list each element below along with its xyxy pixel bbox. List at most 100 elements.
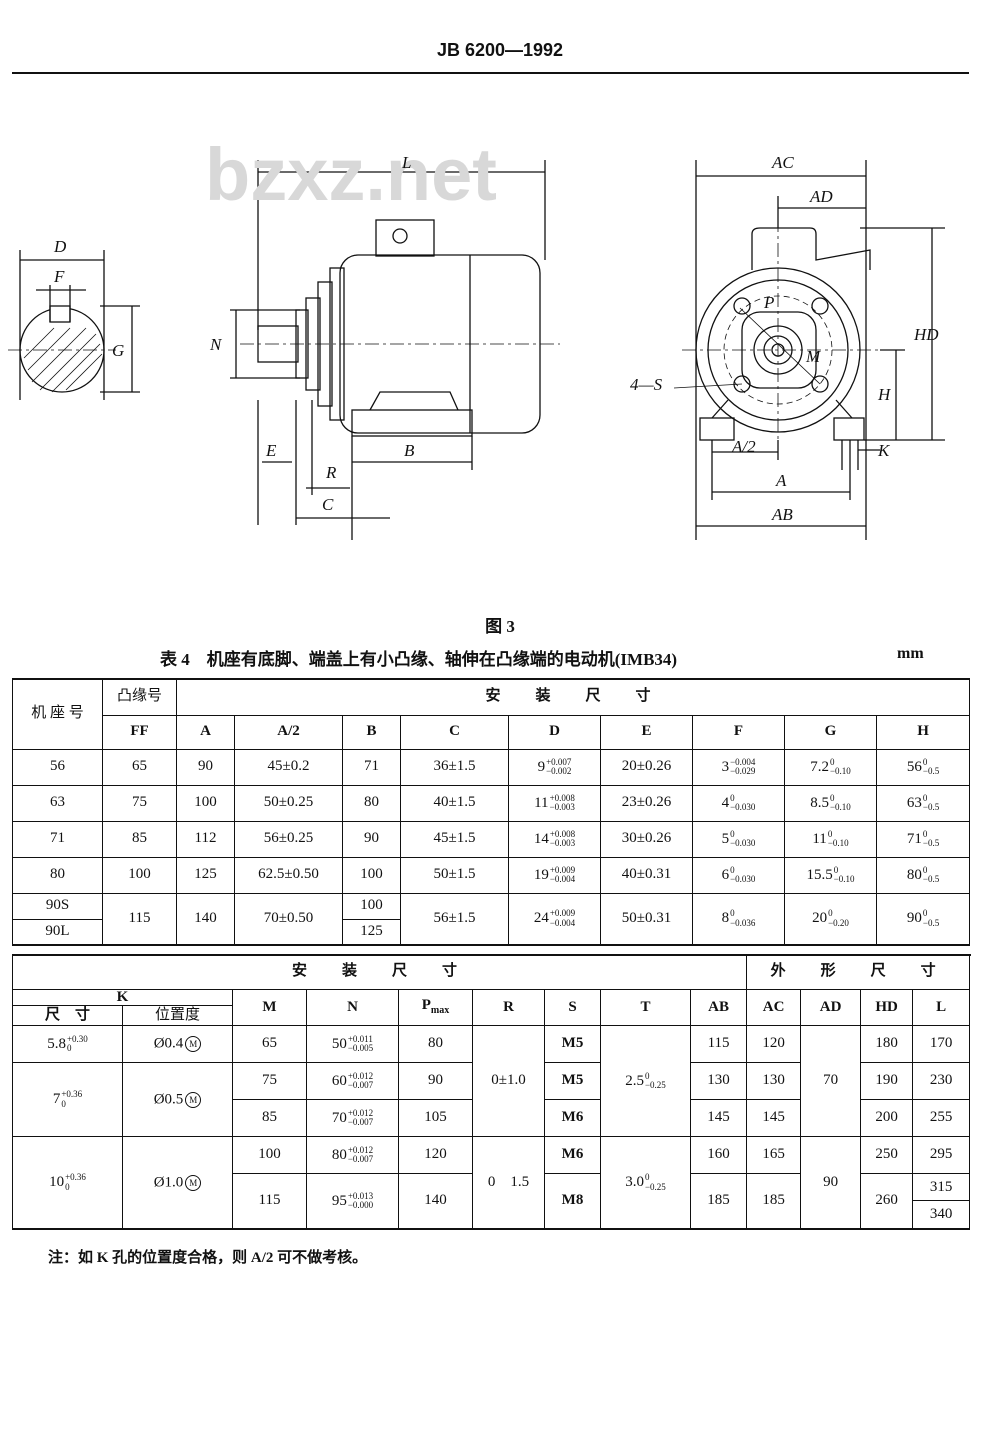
cell-m: 100 (232, 1136, 307, 1175)
cell-p: 140 (398, 1173, 473, 1230)
table-caption: 表 4 机座有底脚、端盖上有小凸缘、轴伸在凸缘端的电动机(IMB34) (160, 650, 678, 669)
cell-ab: 130 (689, 1062, 748, 1101)
d-lo: −0.002 (546, 766, 572, 776)
header-frame: 机 座 号 (12, 678, 103, 750)
col-s: S (544, 988, 601, 1027)
g-val: 11 (812, 830, 827, 847)
n-lo: −0.007 (347, 1117, 374, 1128)
n-val: 60 (331, 1072, 347, 1089)
cell-b: 80 (342, 784, 401, 822)
cell-s: M5 (544, 1062, 601, 1101)
h-lo: −0.5 (922, 917, 940, 928)
cell-frame: 90S (12, 892, 103, 920)
label-HD: HD (913, 325, 939, 344)
h-val: 90 (906, 910, 922, 927)
cell-ab: 185 (689, 1173, 748, 1230)
col-a2: A/2 (234, 714, 343, 750)
cell-d: 11+0.008−0.003 (508, 784, 601, 822)
cell-p: 90 (398, 1062, 473, 1101)
cell-b: 90 (342, 820, 401, 858)
n-val: 95 (331, 1192, 347, 1209)
n-up: +0.012 (347, 1107, 374, 1118)
t-up: 0 (644, 1070, 650, 1081)
cell-hd: 200 (860, 1099, 914, 1138)
n-up: +0.012 (347, 1070, 374, 1081)
f-val: 6 (721, 866, 730, 883)
g-up: 0 (829, 792, 835, 803)
label-K: K (877, 441, 891, 460)
k-val: 5.8 (47, 1035, 66, 1052)
g-up: 0 (827, 828, 833, 839)
k-lo: 0 (65, 1181, 70, 1192)
cell-ac: 165 (746, 1136, 802, 1175)
cell-s: M6 (544, 1136, 601, 1175)
d-lo: −0.004 (549, 917, 576, 928)
dimension-table-upper: 机 座 号 凸缘号 安 装 尺 寸 FF A A/2 B C D E F G H… (12, 678, 971, 946)
cell-r: 0±1.0 (472, 1025, 545, 1138)
cell-l: 230 (912, 1062, 971, 1101)
p-sub: max (430, 1005, 450, 1017)
cell-ff: 85 (102, 820, 177, 858)
cell-ac: 145 (746, 1099, 802, 1138)
k-val: 7 (52, 1091, 61, 1108)
cell-hd: 260 (860, 1173, 914, 1230)
k-lo: 0 (66, 1043, 72, 1054)
cell-ff: 75 (102, 784, 177, 822)
footnote: 注：如 K 孔的位置度合格，则 A/2 可不做考核。 (48, 1250, 368, 1266)
cell-hd: 180 (860, 1025, 914, 1064)
h-val: 63 (906, 794, 922, 811)
cell-n: 80+0.012−0.007 (306, 1136, 399, 1175)
cell-l: 315 340 (912, 1173, 971, 1230)
label-D: D (53, 237, 67, 256)
cell-l: 255 (912, 1099, 971, 1138)
h-val: 71 (906, 830, 922, 847)
pos-val: Ø0.4 (153, 1035, 184, 1052)
d-lo: −0.003 (549, 802, 575, 812)
cell-c: 40±1.5 (400, 784, 509, 822)
cell-e: 50±0.31 (600, 892, 693, 946)
cell-f: 3−0.004−0.029 (692, 748, 785, 786)
f-lo: −0.030 (730, 874, 756, 884)
cell-b: 71 (342, 748, 401, 786)
cell-a2: 45±0.2 (234, 748, 343, 786)
col-a: A (176, 714, 235, 750)
label-A: A (775, 471, 787, 490)
cell-ff: 65 (102, 748, 177, 786)
label-M: M (805, 347, 821, 366)
cell-e: 20±0.26 (600, 748, 693, 786)
t-lo: −0.25 (644, 1080, 666, 1091)
f-val: 3 (721, 758, 730, 775)
n-up: +0.011 (347, 1033, 373, 1044)
foot (351, 409, 473, 437)
cell-c: 50±1.5 (400, 856, 509, 894)
h-lo: −0.5 (922, 874, 940, 884)
cell-a: 140 (176, 892, 235, 946)
cell-c: 36±1.5 (400, 748, 509, 786)
f-lo: −0.030 (730, 802, 756, 812)
cell-a: 90 (176, 748, 235, 786)
f-up: 0 (730, 908, 735, 919)
dimension-table-lower: 安 装 尺 寸 外 形 尺 寸 K M N Pmax R S T AB AC A… (11, 954, 971, 1231)
header-k-size: 尺 寸 (12, 1005, 123, 1027)
h-lo: −0.5 (922, 838, 940, 848)
cell-c: 45±1.5 (400, 820, 509, 858)
cell-r: 0 1.5 (472, 1136, 545, 1230)
d-up: +0.008 (549, 792, 575, 803)
cell-hd: 250 (860, 1136, 914, 1175)
g-lo: −0.10 (829, 766, 851, 776)
pos-val: Ø0.5 (153, 1091, 184, 1108)
pos-val: Ø1.0 (153, 1174, 184, 1191)
f-up: −0.004 (730, 756, 756, 767)
t-val: 3.0 (625, 1174, 644, 1191)
col-l: L (912, 988, 971, 1027)
